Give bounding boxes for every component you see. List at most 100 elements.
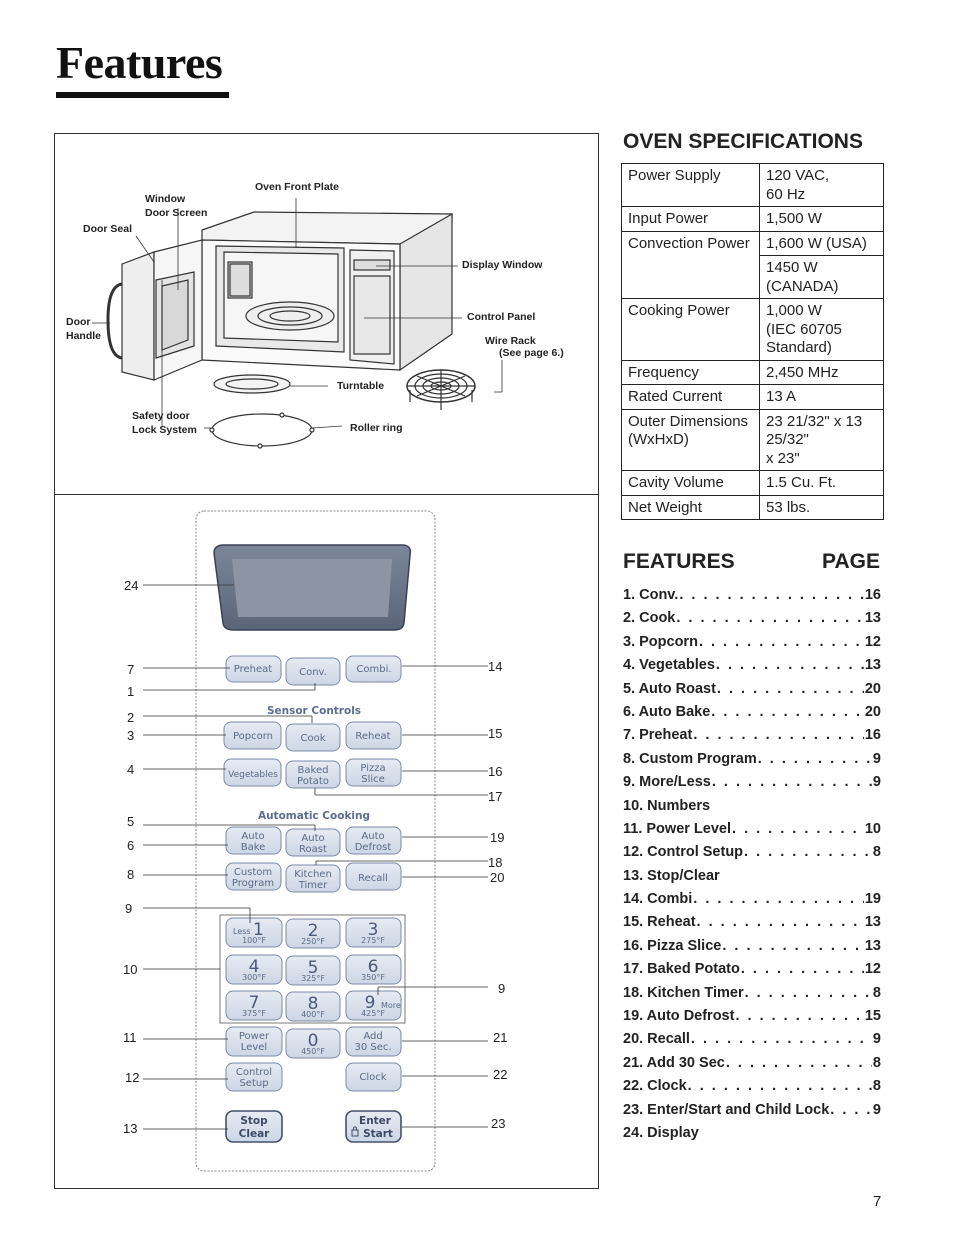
auto-bake-button-line2[interactable]: Bake — [241, 842, 266, 853]
key-8[interactable]: 8 — [308, 994, 319, 1014]
feature-item: 17. Baked Potato12 — [623, 961, 881, 984]
feature-page: 13 — [864, 610, 881, 627]
popcorn-button[interactable]: Popcorn — [233, 731, 273, 742]
auto-roast-button-line2[interactable]: Roast — [299, 844, 327, 855]
kitchen-timer-button-line1[interactable]: Kitchen — [294, 869, 332, 880]
callout-19: 19 — [490, 830, 505, 845]
key-3[interactable]: 3 — [368, 920, 379, 940]
key-7[interactable]: 7 — [249, 993, 260, 1013]
spec-value: 2,450 MHz — [759, 359, 884, 385]
leader-dots — [693, 727, 864, 743]
label-control-panel: Control Panel — [467, 311, 536, 323]
feature-item: 6. Auto Bake20 — [623, 704, 881, 727]
feature-name: 2. Cook — [623, 610, 676, 627]
leader-dots — [744, 844, 872, 860]
key-6[interactable]: 6 — [368, 957, 379, 977]
key-2-temp: 250°F — [301, 937, 325, 946]
control-setup-button-line2[interactable]: Setup — [239, 1078, 268, 1089]
add-30-sec-button-line1[interactable]: Add — [363, 1031, 382, 1042]
spec-key: Input Power — [621, 206, 760, 232]
clear-button-line2[interactable]: Clear — [239, 1128, 271, 1140]
label-window: Window — [145, 193, 186, 205]
key-9-temp: 425°F — [361, 1009, 385, 1018]
feature-name: 1. Conv. — [623, 587, 679, 603]
feature-item: 14. Combi19 — [623, 891, 881, 914]
spec-row: 1450 W (CANADA) — [622, 255, 884, 299]
spec-value: 53 lbs. — [759, 494, 884, 520]
start-button-line2[interactable]: Start — [363, 1128, 393, 1140]
less-label: Less — [233, 927, 251, 936]
key-9[interactable]: 9 — [365, 993, 376, 1013]
power-level-button-line1[interactable]: Power — [239, 1031, 270, 1042]
feature-name: 21. Add 30 Sec — [623, 1054, 725, 1071]
key-1-temp: 100°F — [242, 936, 266, 945]
key-4[interactable]: 4 — [249, 957, 260, 977]
enter-button-line1[interactable]: Enter — [359, 1115, 392, 1127]
feature-page: 9 — [872, 1031, 881, 1048]
spec-value: 1,000 W (IEC 60705 Standard) — [759, 298, 884, 361]
leader-dots — [697, 914, 864, 930]
leader-dots — [676, 610, 863, 626]
key-2[interactable]: 2 — [308, 921, 319, 941]
cook-button[interactable]: Cook — [300, 733, 325, 744]
key-5-temp: 325°F — [301, 974, 325, 983]
feature-page: 20 — [864, 703, 881, 720]
baked-potato-button-line2[interactable]: Potato — [297, 776, 329, 787]
auto-roast-button-line1[interactable]: Auto — [301, 833, 324, 844]
feature-item: 16. Pizza Slice13 — [623, 938, 881, 961]
spec-key: Net Weight — [621, 494, 760, 520]
leader-dots — [758, 751, 872, 767]
label-roller-ring: Roller ring — [350, 422, 403, 434]
custom-program-button-line1[interactable]: Custom — [234, 867, 272, 878]
key-5[interactable]: 5 — [308, 958, 319, 978]
pizza-slice-button-line1[interactable]: Pizza — [360, 763, 385, 774]
label-wire-rack: Wire Rack — [485, 335, 536, 347]
reheat-button[interactable]: Reheat — [355, 731, 390, 742]
spec-value: 13 A — [759, 384, 884, 410]
feature-page: 9 — [872, 1101, 881, 1118]
callout-1: 1 — [127, 684, 135, 699]
callout-9-less: 9 — [125, 901, 133, 916]
spec-value: 23 21/32" x 13 25/32" x 23" — [759, 408, 884, 471]
baked-potato-button-line1[interactable]: Baked — [298, 765, 329, 776]
combi-button[interactable]: Combi. — [356, 664, 391, 675]
kitchen-timer-button-line2[interactable]: Timer — [298, 880, 328, 891]
leader-dots — [712, 774, 872, 790]
control-panel-illustration: Sensor Controls Automatic Cooking Prehea… — [143, 510, 488, 1172]
label-display-window: Display Window — [462, 259, 543, 271]
feature-item: 4. Vegetables13 — [623, 657, 881, 680]
feature-name: 10. Numbers — [623, 797, 711, 814]
control-setup-button-line1[interactable]: Control — [236, 1067, 272, 1078]
feature-item: 2. Cook 13 — [623, 610, 881, 633]
clock-button[interactable]: Clock — [359, 1072, 386, 1083]
pizza-slice-button-line2[interactable]: Slice — [361, 774, 385, 785]
auto-defrost-button-line1[interactable]: Auto — [361, 831, 384, 842]
custom-program-button-line2[interactable]: Program — [232, 878, 274, 889]
preheat-button[interactable]: Preheat — [234, 664, 273, 675]
stop-button-line1[interactable]: Stop — [240, 1115, 268, 1127]
auto-bake-button-line1[interactable]: Auto — [241, 831, 264, 842]
feature-item: 8. Custom Program9 — [623, 751, 881, 774]
power-level-button-line2[interactable]: Level — [241, 1042, 267, 1053]
leader-dots — [691, 1031, 872, 1047]
callout-7: 7 — [127, 662, 135, 677]
recall-button[interactable]: Recall — [358, 873, 388, 884]
vegetables-button[interactable]: Vegetables — [228, 770, 278, 780]
label-oven-front-plate: Oven Front Plate — [255, 181, 340, 193]
feature-page: 8 — [872, 984, 881, 1001]
more-label: More — [381, 1001, 401, 1010]
spec-key: Convection Power — [621, 230, 760, 299]
key-3-temp: 275°F — [361, 936, 385, 945]
feature-name: 17. Baked Potato — [623, 961, 740, 978]
callout-13: 13 — [123, 1121, 138, 1136]
add-30-sec-button-line2[interactable]: 30 Sec. — [354, 1042, 391, 1053]
leader-dots — [726, 1055, 872, 1071]
page-title: Features — [56, 37, 223, 88]
figure-frame — [54, 133, 599, 1189]
conv-button[interactable]: Conv. — [299, 667, 327, 678]
key-1[interactable]: 1 — [253, 920, 264, 940]
feature-item: 7. Preheat16 — [623, 727, 881, 750]
key-0[interactable]: 0 — [308, 1031, 319, 1051]
auto-defrost-button-line2[interactable]: Defrost — [355, 842, 392, 853]
feature-item: 12. Control Setup8 — [623, 844, 881, 867]
